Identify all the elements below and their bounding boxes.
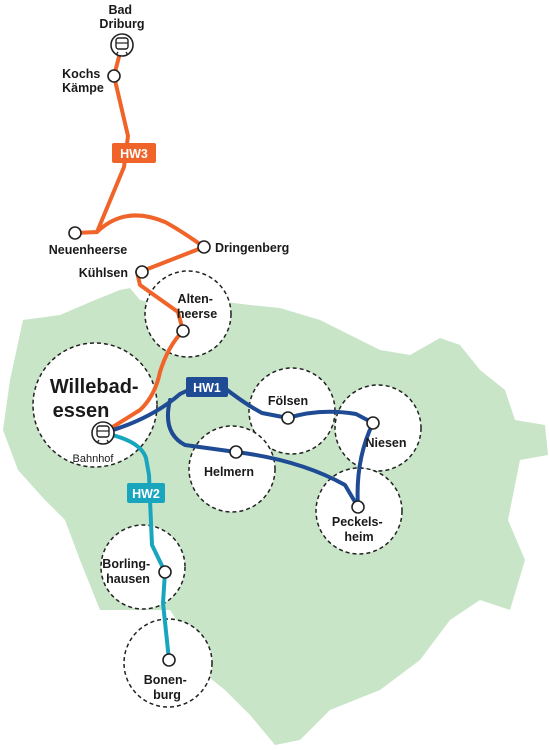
label-bahnhof: Bahnhof — [73, 453, 115, 465]
zone-willebadessen — [32, 342, 158, 468]
route-badge-hw2: HW2 — [127, 483, 165, 503]
zone-niesen — [334, 384, 422, 472]
label-niesen: Niesen — [366, 436, 407, 450]
label-foelsen: Fölsen — [268, 394, 308, 408]
stop-foelsen — [281, 411, 295, 425]
label-dringenberg: Dringenberg — [215, 241, 289, 255]
label-bonenburg: Bonen- burg — [144, 673, 191, 702]
label-neuenheerse: Neuenheerse — [49, 243, 128, 257]
label-helmern: Helmern — [204, 465, 254, 479]
stop-neuenheerse — [68, 226, 82, 240]
train-icon — [91, 421, 115, 445]
label-kuehlsen: Kühlsen — [79, 266, 128, 280]
label-borlinghausen: Borling- hausen — [102, 557, 153, 586]
route-badge-hw3: HW3 — [112, 143, 156, 163]
label-kochs-kampe: Kochs Kämpe — [62, 67, 104, 95]
label-bad-driburg: Bad Driburg — [99, 3, 144, 31]
label-peckelsheim: Peckels- heim — [332, 515, 386, 544]
stop-kochs-kampe — [107, 69, 121, 83]
zone-altenheerse — [144, 270, 232, 358]
label-willebadessen: Willebad- essen — [50, 376, 144, 422]
svg-text:HW2: HW2 — [132, 487, 160, 501]
label-altenheerse: Alten- heerse — [177, 292, 217, 321]
stop-peckelsheim — [351, 500, 365, 514]
stop-dringenberg — [197, 240, 211, 254]
route-hw2-line — [101, 431, 171, 662]
stop-helmern — [229, 445, 243, 459]
stop-bonenburg — [162, 653, 176, 667]
stop-altenheerse — [176, 324, 190, 338]
svg-text:HW3: HW3 — [120, 147, 148, 161]
route-badge-hw1: HW1 — [186, 377, 228, 397]
train-icon — [110, 33, 134, 57]
stop-kuehlsen — [135, 265, 149, 279]
svg-text:HW1: HW1 — [193, 381, 221, 395]
stop-niesen — [366, 416, 380, 430]
stop-borlinghausen — [158, 565, 172, 579]
